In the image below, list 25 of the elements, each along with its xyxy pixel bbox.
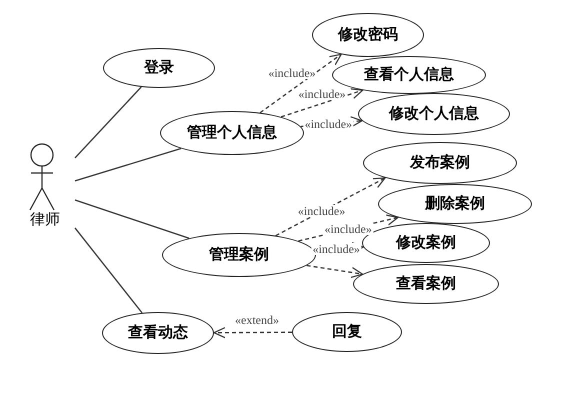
dashed-arrow <box>306 264 364 278</box>
use-case-ellipse: 删除案例 <box>378 184 532 224</box>
association-line <box>74 228 143 314</box>
edge-label: «include» <box>267 67 317 79</box>
dashed-arrow <box>280 88 364 118</box>
edge-label: «include» <box>324 223 373 236</box>
use-case-ellipse: 发布案例 <box>363 142 517 184</box>
association-line <box>74 199 190 239</box>
edge-label: «extend» <box>234 314 280 326</box>
use-case-ellipse: 登录 <box>103 48 215 88</box>
edge-label: «include» <box>312 242 361 255</box>
use-case-ellipse: 修改密码 <box>312 13 424 57</box>
edge-label: «include» <box>296 205 346 218</box>
use-case-ellipse: 查看案例 <box>353 264 499 304</box>
use-case-ellipse: 回复 <box>292 312 402 352</box>
use-case-ellipse: 修改个人信息 <box>358 93 510 135</box>
dashed-arrow <box>213 327 292 338</box>
association-line <box>74 86 142 158</box>
use-case-ellipse: 查看动态 <box>102 312 214 354</box>
edge-label: «include» <box>297 88 347 100</box>
association-line <box>74 148 182 182</box>
edge-label: «include» <box>304 118 354 130</box>
actor-label: 律师 <box>29 210 61 230</box>
use-case-ellipse: 管理个人信息 <box>160 111 304 155</box>
dashed-arrow <box>260 54 342 114</box>
